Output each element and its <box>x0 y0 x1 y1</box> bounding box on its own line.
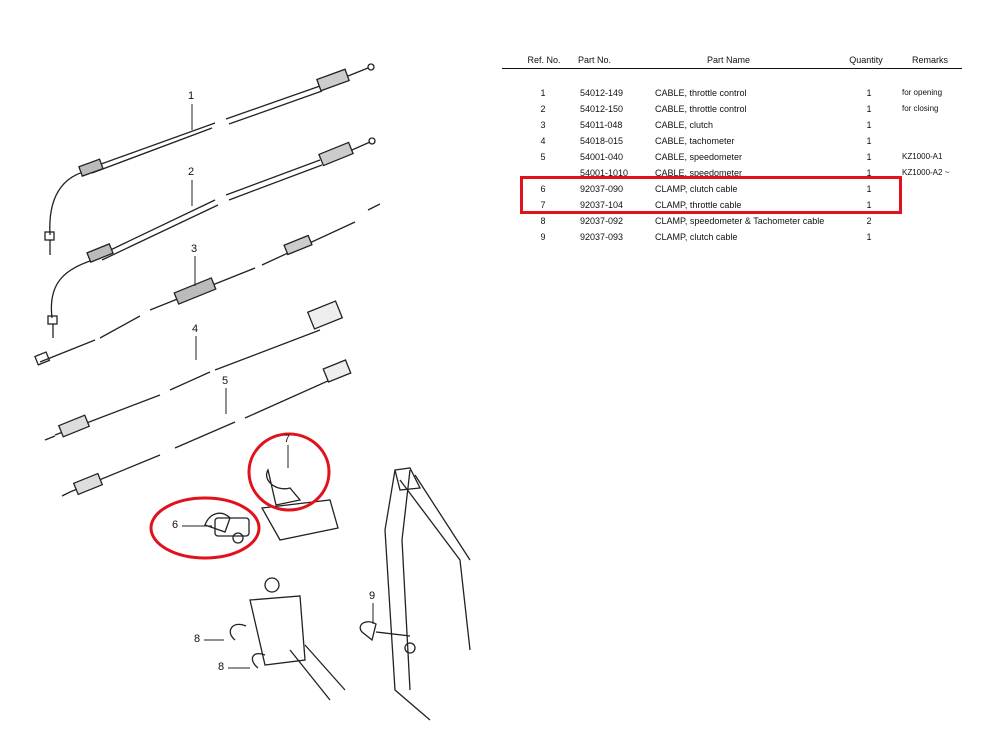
row-ref: 8 <box>540 216 546 226</box>
row-remarks: for opening <box>902 88 943 97</box>
table-row: 6 92037-090 CLAMP, clutch cable 1 <box>502 181 962 197</box>
row-ref: 3 <box>540 120 546 130</box>
header-remarks: Remarks <box>912 55 949 65</box>
row-part-no: 54018-015 <box>580 136 624 146</box>
row-quantity: 1 <box>866 168 872 178</box>
row-part-no: 54001-040 <box>580 152 624 162</box>
table-row: 2 54012-150 CABLE, throttle control 1 fo… <box>502 101 962 117</box>
table-row: 7 92037-104 CLAMP, throttle cable 1 <box>502 197 962 213</box>
header-ref-no: Ref. No. <box>527 55 561 65</box>
row-quantity: 1 <box>866 120 872 130</box>
parts-table: Ref. No. Part No. Part Name Quantity Rem… <box>502 50 962 245</box>
row-part-no: 54001-1010 <box>580 168 629 178</box>
row-part-no: 92037-093 <box>580 232 624 242</box>
row-part-name: CABLE, tachometer <box>655 136 735 146</box>
row-part-no: 54012-150 <box>580 104 624 114</box>
row-quantity: 1 <box>866 104 872 114</box>
row-part-name: CLAMP, clutch cable <box>655 184 738 194</box>
row-ref: 4 <box>540 136 546 146</box>
table-row: 8 92037-092 CLAMP, speedometer & Tachome… <box>502 213 962 229</box>
table-row: 5 54001-040 CABLE, speedometer 1 KZ1000-… <box>502 149 962 165</box>
diagram-label-8b: 8 <box>218 661 225 673</box>
table-header: Ref. No. Part No. Part Name Quantity Rem… <box>502 50 962 69</box>
cable-3-clutch <box>34 203 381 366</box>
cable-4-tachometer <box>44 300 344 441</box>
row-ref: 7 <box>540 200 546 210</box>
row-part-no: 54012-149 <box>580 88 624 98</box>
row-remarks: for closing <box>902 104 939 113</box>
table-row: 9 92037-093 CLAMP, clutch cable 1 <box>502 229 962 245</box>
highlight-circle-7 <box>247 432 331 512</box>
row-quantity: 1 <box>866 152 872 162</box>
row-part-name: CLAMP, speedometer & Tachometer cable <box>655 216 825 226</box>
row-part-name: CABLE, clutch <box>655 120 714 130</box>
header-part-no: Part No. <box>578 55 612 65</box>
row-remarks: KZ1000-A1 <box>902 152 943 161</box>
row-part-name: CLAMP, throttle cable <box>655 200 742 210</box>
diagram-label-7: 7 <box>284 433 291 445</box>
table-row: 3 54011-048 CABLE, clutch 1 <box>502 117 962 133</box>
row-ref: 9 <box>540 232 546 242</box>
cable-1-throttle-opening <box>44 63 375 255</box>
row-ref: 1 <box>540 88 546 98</box>
table-row: 54001-1010 CABLE, speedometer 1 KZ1000-A… <box>502 165 962 181</box>
cable-5-speedometer <box>61 359 352 497</box>
row-ref: 2 <box>540 104 546 114</box>
row-quantity: 1 <box>866 88 872 98</box>
diagram-label-6: 6 <box>172 519 179 531</box>
handlebar-bracket-8 <box>229 577 346 701</box>
highlight-box-rows-6-7 <box>520 176 902 214</box>
diagram-label-1: 1 <box>188 90 195 102</box>
diagram-label-8a: 8 <box>194 633 201 645</box>
row-quantity: 1 <box>866 200 872 210</box>
highlight-circle-6 <box>149 496 261 560</box>
diagram-label-3: 3 <box>191 243 198 255</box>
header-quantity: Quantity <box>849 55 883 65</box>
header-part-name: Part Name <box>707 55 751 65</box>
diagram-label-5: 5 <box>222 375 229 387</box>
diagram-label-2: 2 <box>188 166 195 178</box>
row-part-no: 92037-092 <box>580 216 624 226</box>
row-part-no: 54011-048 <box>580 120 623 130</box>
row-part-name: CABLE, throttle control <box>655 104 747 114</box>
row-quantity: 1 <box>866 184 872 194</box>
row-ref: 5 <box>540 152 546 162</box>
row-part-name: CLAMP, clutch cable <box>655 232 738 242</box>
row-ref: 6 <box>540 184 546 194</box>
diagram-label-9: 9 <box>369 590 376 602</box>
row-remarks: KZ1000-A2 ~ <box>902 168 950 177</box>
row-quantity: 2 <box>866 216 872 226</box>
clamp-assembly-6-7 <box>204 468 339 544</box>
row-part-no: 92037-104 <box>580 200 624 210</box>
row-part-name: CABLE, speedometer <box>655 168 743 178</box>
table-row: 4 54018-015 CABLE, tachometer 1 <box>502 133 962 149</box>
diagram-label-4: 4 <box>192 323 199 335</box>
row-part-name: CABLE, throttle control <box>655 88 747 98</box>
row-quantity: 1 <box>866 232 872 242</box>
row-part-name: CABLE, speedometer <box>655 152 743 162</box>
table-row: 1 54012-149 CABLE, throttle control 1 fo… <box>502 85 962 101</box>
frame-9 <box>359 467 471 721</box>
cable-2-throttle-closing <box>47 137 376 338</box>
row-part-no: 92037-090 <box>580 184 624 194</box>
row-quantity: 1 <box>866 136 872 146</box>
